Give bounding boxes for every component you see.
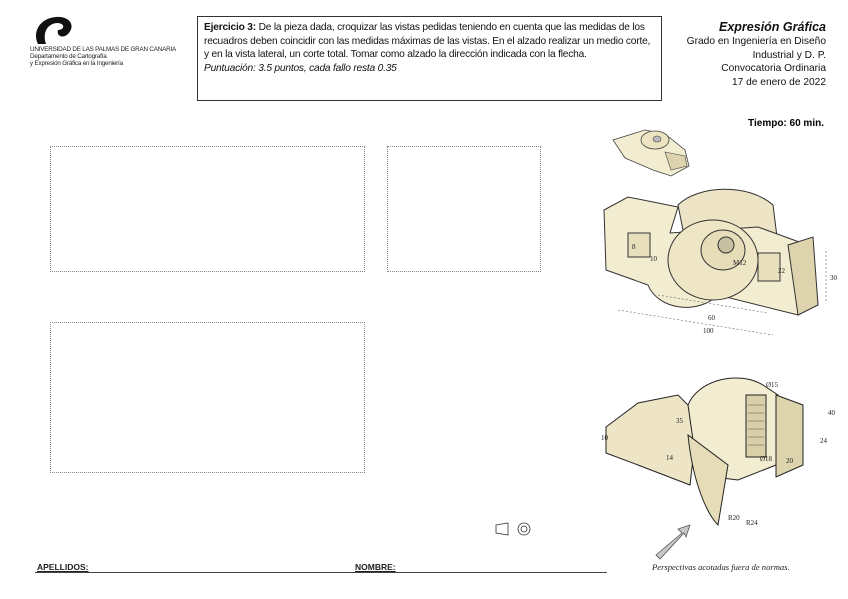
dim-35: 35 <box>676 417 684 425</box>
answer-box-top-view[interactable] <box>50 322 365 473</box>
dim-r24: R24 <box>746 519 758 527</box>
dim-8: 8 <box>632 243 636 251</box>
part-thumbnail-image <box>612 129 690 177</box>
answer-box-side-view[interactable] <box>387 146 541 272</box>
exercise-statement-box: Ejercicio 3: De la pieza dada, croquizar… <box>197 16 662 101</box>
dim-10: 10 <box>601 434 609 442</box>
dim-100: 100 <box>703 327 714 335</box>
dim-20: 20 <box>786 457 794 465</box>
exercise-scoring: Puntuación: 3.5 puntos, cada fallo resta… <box>204 62 397 74</box>
dim-r20: R20 <box>728 514 740 522</box>
exercise-text: De la pieza dada, croquizar las vistas p… <box>204 22 651 60</box>
surname-label: APELLIDOS: <box>37 562 89 572</box>
dim-24: 24 <box>820 437 828 445</box>
department-line2: y Expresión Gráfica en la Ingeniería <box>30 60 123 67</box>
course-title: Expresión Gráfica <box>719 20 826 34</box>
isometric-drawing-2: 10 14 35 Ø15 40 24 Ø18 20 R20 R24 <box>601 377 836 560</box>
course-header: Expresión Gráfica Grado en Ingeniería en… <box>687 20 826 89</box>
exam-call: Convocatoria Ordinaria <box>721 63 826 75</box>
logo-text: UNIVERSIDAD DE LAS PALMAS DE GRAN CANARI… <box>30 46 176 67</box>
exam-time: Tiempo: 60 min. <box>748 118 824 129</box>
first-angle-projection-icon <box>495 522 531 536</box>
dim-diam15: Ø15 <box>766 381 779 389</box>
dim-22: 22 <box>778 267 786 275</box>
dim-40: 40 <box>828 409 836 417</box>
dimension-note: Perspectivas acotadas fuera de normas. <box>652 562 790 572</box>
degree-line1: Grado en Ingeniería en Diseño <box>686 36 826 47</box>
exercise-label: Ejercicio 3: <box>204 22 256 33</box>
department-line1: Departamento de Cartografía <box>30 53 107 60</box>
exam-date: 17 de enero de 2022 <box>731 76 826 88</box>
view-direction-arrow-icon <box>655 524 691 560</box>
degree-line2: Industrial y D. P. <box>752 49 826 61</box>
dim-60: 60 <box>708 314 716 322</box>
university-logo-icon <box>36 16 72 44</box>
dim-30: 30 <box>830 274 838 282</box>
dim-14: 14 <box>666 454 674 462</box>
university-name: UNIVERSIDAD DE LAS PALMAS DE GRAN CANARI… <box>30 46 176 53</box>
name-line[interactable] <box>35 572 607 573</box>
dim-diam18: Ø18 <box>760 455 773 463</box>
dim-10: 10 <box>650 255 658 263</box>
answer-box-front-view[interactable] <box>50 146 365 272</box>
isometric-drawing-1: 60 100 30 22 M12 8 10 <box>603 188 838 336</box>
name-label: NOMBRE: <box>355 562 396 572</box>
dim-m12: M12 <box>733 259 747 267</box>
